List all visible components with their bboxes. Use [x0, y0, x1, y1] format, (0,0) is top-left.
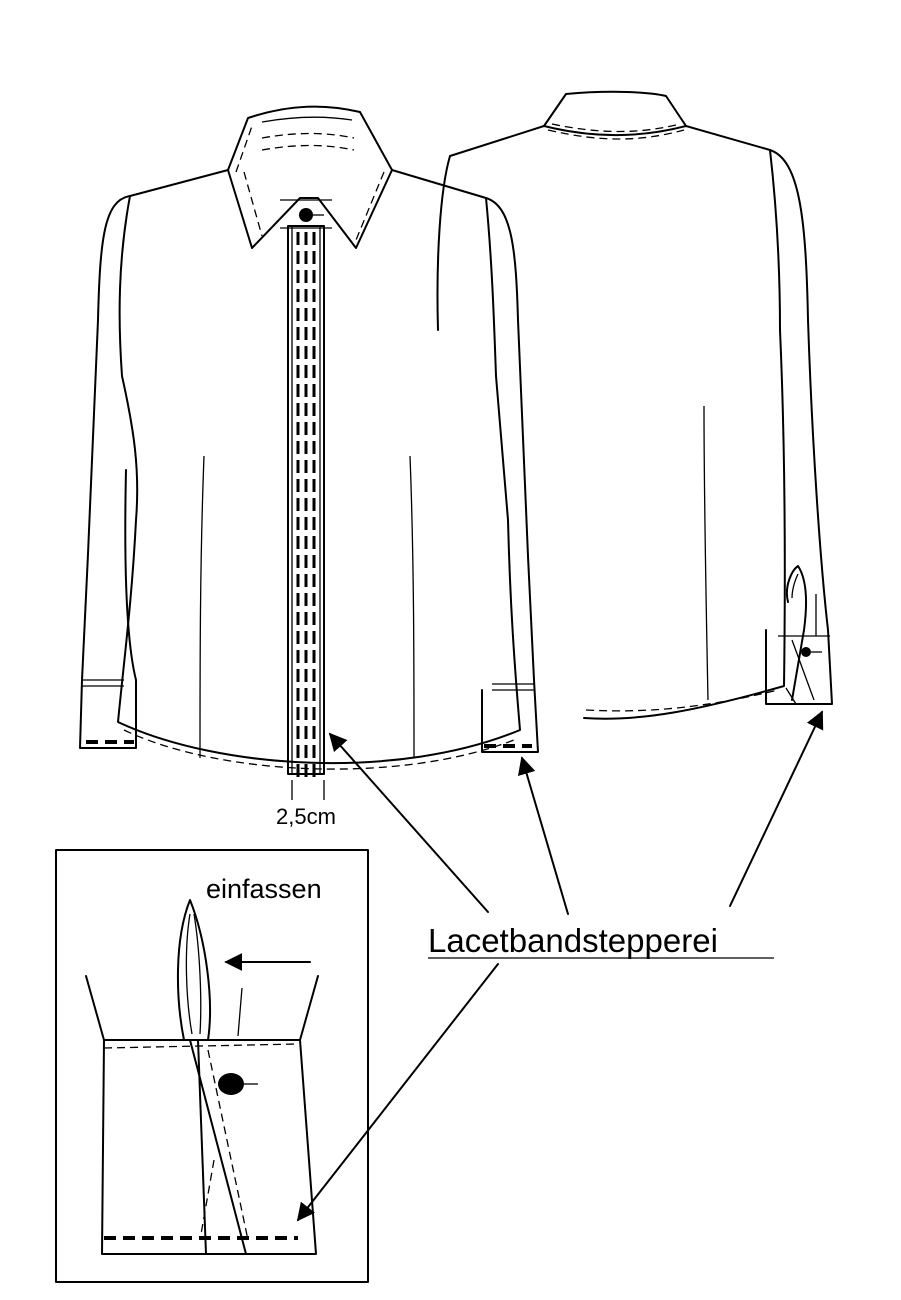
stitch-mark [312, 365, 316, 378]
stitch-mark [304, 574, 308, 587]
stitch-mark [304, 460, 308, 473]
stitch-mark [304, 612, 308, 625]
stitch-mark [304, 764, 308, 777]
stitch-mark [296, 441, 300, 454]
blouse-back-view [436, 90, 833, 720]
stitch-mark [304, 669, 308, 682]
stitch-mark [296, 707, 300, 720]
stitch-mark [312, 498, 316, 511]
stitch-mark [296, 232, 300, 245]
stitch-mark [296, 726, 300, 739]
callout-arrows [296, 710, 824, 1222]
stitch-mark [312, 479, 316, 492]
stitch-mark [312, 726, 316, 739]
stitch-mark [312, 612, 316, 625]
stitch-mark [304, 707, 308, 720]
stitch-mark [304, 232, 308, 245]
stitch-mark [312, 270, 316, 283]
stitch-mark [312, 346, 316, 359]
stitch-mark [312, 707, 316, 720]
stitch-mark [304, 479, 308, 492]
stitch-mark [304, 517, 308, 530]
stitch-mark [304, 403, 308, 416]
stitch-mark [304, 251, 308, 264]
stitch-mark [304, 688, 308, 701]
stitch-mark [296, 555, 300, 568]
stitch-mark [312, 555, 316, 568]
stitch-mark [304, 555, 308, 568]
stitch-mark [296, 422, 300, 435]
stitch-mark [304, 593, 308, 606]
stitch-mark [296, 631, 300, 644]
stitch-mark [304, 308, 308, 321]
stitch-mark [312, 593, 316, 606]
callout-label: Lacetbandstepperei [428, 922, 718, 959]
blouse-front-view [79, 105, 539, 800]
stitch-mark [312, 289, 316, 302]
stitch-mark [304, 384, 308, 397]
stitch-mark [312, 232, 316, 245]
binding-note-label: einfassen [206, 874, 322, 904]
stitch-mark [296, 498, 300, 511]
stitch-mark [296, 688, 300, 701]
stitch-mark [296, 384, 300, 397]
stitch-mark [304, 270, 308, 283]
stitch-mark [296, 308, 300, 321]
stitch-mark [312, 308, 316, 321]
stitch-mark [312, 441, 316, 454]
stitch-mark [304, 441, 308, 454]
stitch-mark [296, 270, 300, 283]
stitch-mark [304, 365, 308, 378]
stitch-mark [304, 289, 308, 302]
stitch-mark [312, 384, 316, 397]
stitch-mark [312, 669, 316, 682]
stitch-mark [296, 764, 300, 777]
lacet-stitching [296, 232, 316, 777]
stitch-mark [312, 422, 316, 435]
stitch-mark [312, 631, 316, 644]
stitch-mark [296, 593, 300, 606]
stitch-mark [296, 365, 300, 378]
stitch-mark [296, 460, 300, 473]
stitch-mark [312, 764, 316, 777]
stitch-mark [312, 403, 316, 416]
stitch-mark [296, 289, 300, 302]
stitch-mark [304, 422, 308, 435]
stitch-mark [296, 650, 300, 663]
stitch-mark [296, 612, 300, 625]
stitch-mark [304, 745, 308, 758]
stitch-mark [312, 536, 316, 549]
stitch-mark [312, 517, 316, 530]
stitch-mark [296, 327, 300, 340]
stitch-mark [296, 745, 300, 758]
stitch-mark [296, 517, 300, 530]
stitch-mark [296, 403, 300, 416]
stitch-mark [304, 650, 308, 663]
stitch-mark [312, 688, 316, 701]
cuff-detail-box [55, 849, 369, 1283]
stitch-mark [312, 251, 316, 264]
stitch-mark [296, 574, 300, 587]
stitch-mark [312, 745, 316, 758]
stitch-mark [304, 498, 308, 511]
stitch-mark [312, 650, 316, 663]
stitch-mark [312, 574, 316, 587]
stitch-mark [304, 327, 308, 340]
stitch-mark [304, 536, 308, 549]
stitch-mark [304, 631, 308, 644]
stitch-mark [296, 536, 300, 549]
stitch-mark [296, 479, 300, 492]
stitch-mark [304, 346, 308, 359]
stitch-mark [296, 669, 300, 682]
stitch-mark [304, 726, 308, 739]
stitch-mark [296, 346, 300, 359]
stitch-mark [312, 460, 316, 473]
stitch-mark [296, 251, 300, 264]
measurement-label: 2,5cm [276, 804, 336, 829]
stitch-mark [312, 327, 316, 340]
